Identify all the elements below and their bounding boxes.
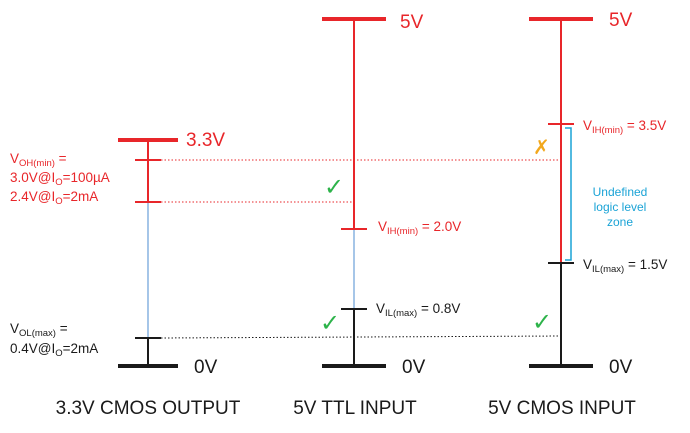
cmos-in-column-label: 5V CMOS INPUT xyxy=(488,398,636,419)
cmos-in-cross-icon: ✗ xyxy=(533,137,550,159)
vol-value-2ma: 0.4V@IO=2mA xyxy=(10,341,98,359)
output-top-label: 3.3V xyxy=(186,130,225,151)
ttl-top-label: 5V xyxy=(400,12,424,33)
output-bottom-label: 0V xyxy=(194,357,218,378)
cmos-in-top-label: 5V xyxy=(609,10,633,31)
undefined-zone-label-1: Undefined xyxy=(593,185,648,199)
column-cmos-input: 5V 0V VIH(min) = 3.5V VIL(max) = 1.5V Un… xyxy=(488,10,667,419)
ttl-bottom-label: 0V xyxy=(402,357,426,378)
cmos-in-low-check-icon: ✓ xyxy=(532,309,552,336)
vol-max-label: VOL(max) = xyxy=(10,321,68,339)
voh-value-100ua: 3.0V@IO=100µA xyxy=(10,170,110,188)
column-cmos-output: 3.3V 0V VOH(min) = 3.0V@IO=100µA 2.4V@IO… xyxy=(10,130,241,419)
undefined-zone-label-2: logic level xyxy=(594,200,647,214)
ttl-column-label: 5V TTL INPUT xyxy=(293,398,417,419)
voh-min-label: VOH(min) = xyxy=(10,151,67,169)
output-column-label: 3.3V CMOS OUTPUT xyxy=(56,398,241,419)
column-ttl-input: 5V 0V VIH(min) = 2.0V VIL(max) = 0.8V ✓ … xyxy=(293,12,461,419)
ttl-low-check-icon: ✓ xyxy=(320,310,340,337)
cmos-in-vih-label: VIH(min) = 3.5V xyxy=(583,118,666,136)
ttl-high-check-icon: ✓ xyxy=(324,174,344,201)
cmos-in-vil-label: VIL(max) = 1.5V xyxy=(583,257,667,275)
projection-lines xyxy=(160,159,561,339)
undefined-zone-label-3: zone xyxy=(607,215,633,229)
undefined-zone-bracket xyxy=(565,127,572,261)
voh-value-2ma: 2.4V@IO=2mA xyxy=(10,189,98,207)
cmos-in-bottom-label: 0V xyxy=(609,357,633,378)
ttl-vil-label: VIL(max) = 0.8V xyxy=(376,301,460,319)
projection-vol-0v4 xyxy=(160,335,561,339)
ttl-vih-label: VIH(min) = 2.0V xyxy=(378,219,461,237)
